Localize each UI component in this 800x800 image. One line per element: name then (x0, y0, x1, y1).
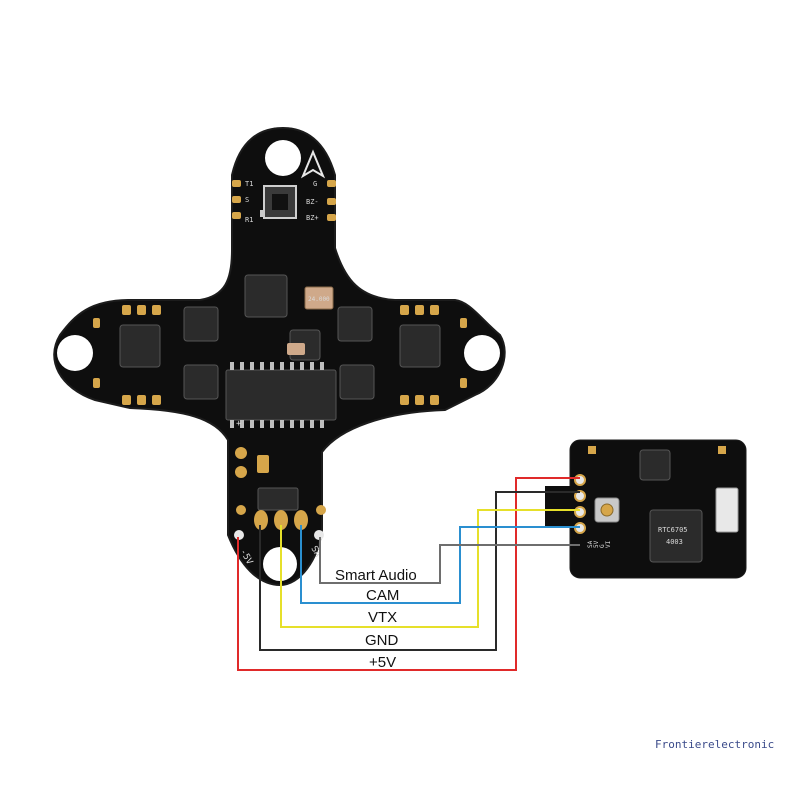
vtx-pad-label-gnd: G (599, 544, 606, 548)
wire-cam (300, 525, 580, 604)
label-cam: CAM (366, 587, 399, 604)
crystal (304, 286, 334, 310)
wires (237, 477, 580, 671)
wire-plus5v (237, 477, 580, 671)
fc-chips (119, 274, 441, 421)
vtx-pad-label-vi: VI (605, 540, 612, 548)
mount-hole-left (57, 335, 93, 371)
pad-label-bz-plus: BZ+ (306, 214, 319, 222)
top-pads (232, 180, 336, 221)
vtx-chip-text-2: 4003 (666, 538, 683, 546)
label-plus5v: +5V (369, 654, 396, 671)
crystal-text: 24.000 (308, 296, 330, 303)
power-pads (234, 447, 326, 540)
vtx-top-chip (639, 449, 671, 481)
label-smart-audio: Smart Audio (335, 567, 417, 584)
pad-label-g: G (313, 180, 317, 188)
pad-label-t1: T1 (245, 180, 253, 188)
vtx-main-chip (649, 509, 703, 563)
wire-smart-audio (319, 537, 580, 584)
pad-label-bz-minus: BZ- (306, 198, 319, 206)
mount-hole-right (464, 335, 500, 371)
vtx-pad-label-sa: SA (587, 540, 594, 548)
flight-controller-board: T1 S R1 G BZ- BZ+ (53, 126, 506, 587)
label-vtx: VTX (368, 609, 397, 626)
wire-vtx (280, 509, 580, 628)
ic-pins (230, 362, 324, 428)
wire-gnd (259, 491, 580, 651)
brand-logo-icon (300, 149, 326, 179)
plus-marker: + (236, 419, 242, 429)
mount-hole-top (265, 140, 301, 176)
label-gnd: GND (365, 632, 399, 649)
pad-label-s: S (245, 196, 249, 204)
vtx-jst-connector (715, 487, 739, 533)
vtx-chip-text-1: RTC6705 (658, 526, 688, 534)
vtx-pad-label-5v: 5V (593, 540, 600, 548)
pad-label-r1: R1 (245, 216, 253, 224)
watermark: Frontierelectronic (655, 738, 775, 751)
motor-pads (93, 305, 467, 405)
